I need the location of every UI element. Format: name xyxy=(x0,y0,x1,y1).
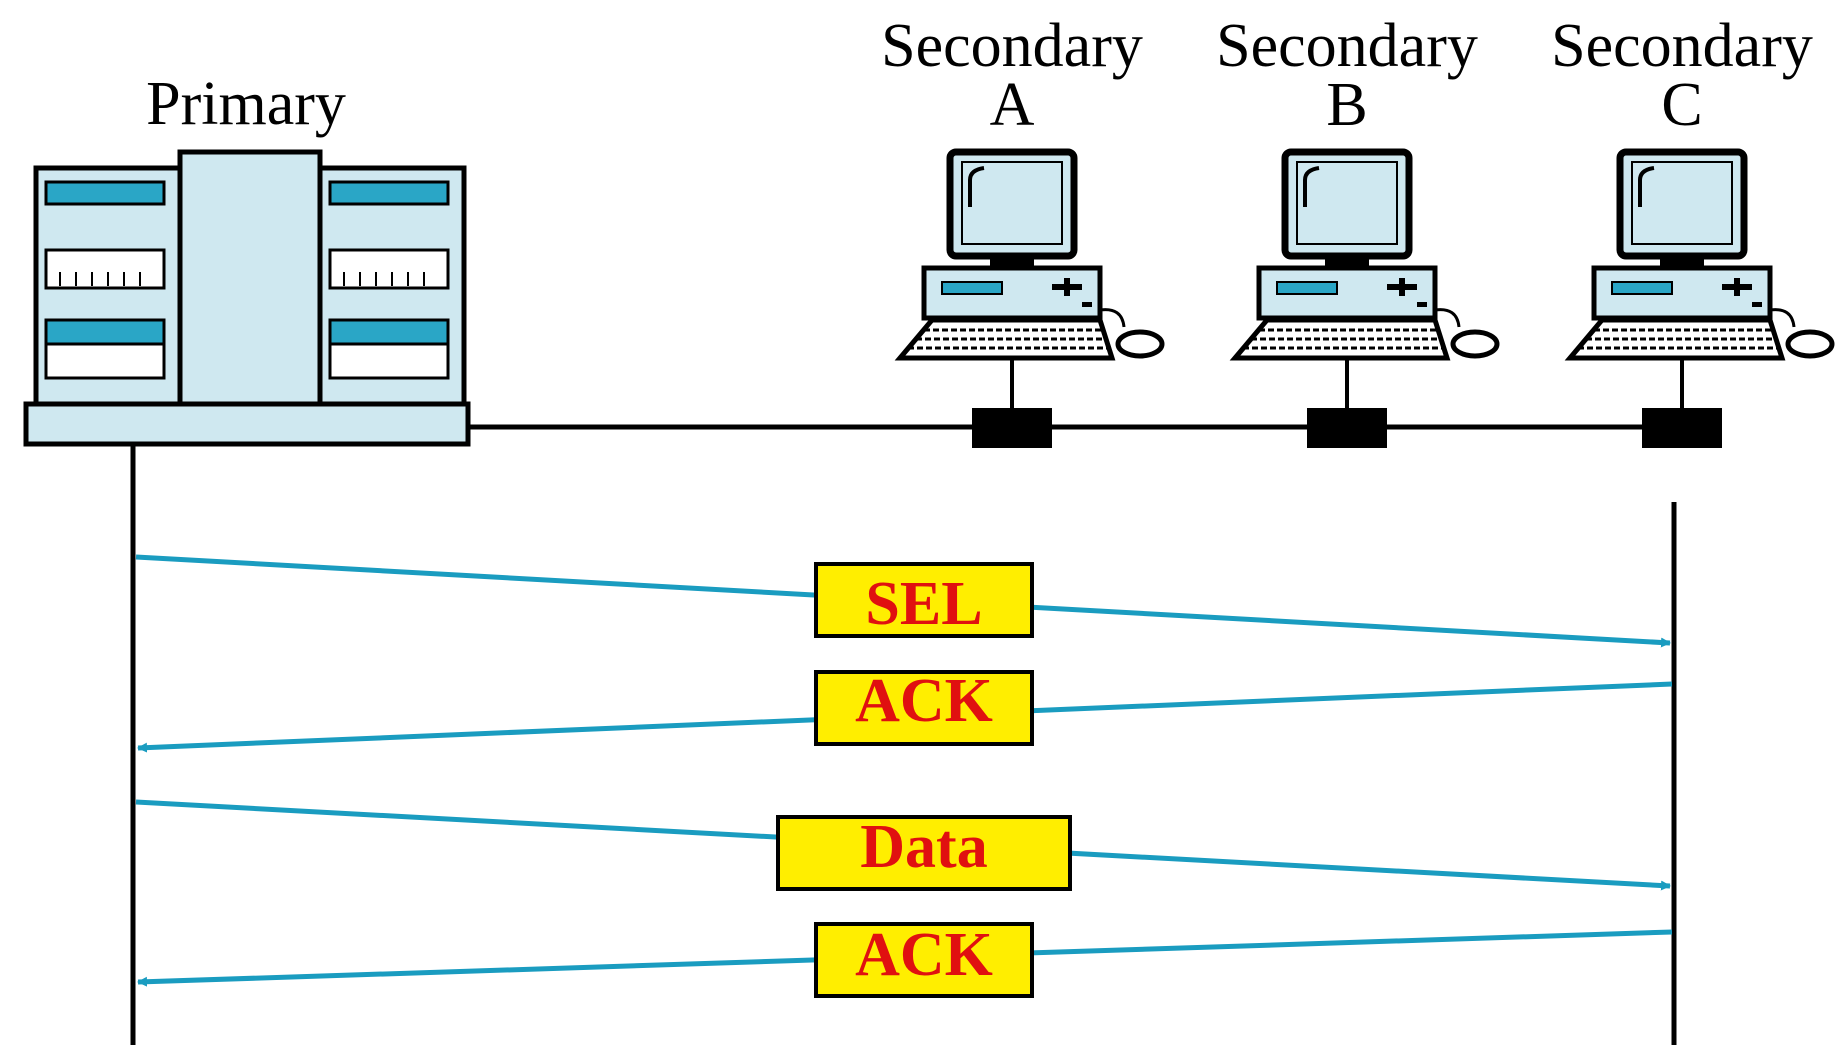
secondary-b-computer-icon xyxy=(1235,152,1497,448)
ack-message-box-2: ACK xyxy=(814,921,1034,998)
secondary-a-letter: A xyxy=(990,71,1035,139)
ack-message-label-2: ACK xyxy=(855,921,993,989)
data-message-label: Data xyxy=(860,813,987,881)
sel-message-label: SEL xyxy=(865,570,982,638)
primary-mainframe-icon xyxy=(23,149,471,447)
secondary-c-letter: C xyxy=(1661,71,1702,139)
secondary-b-label: Secondary xyxy=(1216,12,1478,80)
sel-message-box: SEL xyxy=(814,562,1034,638)
primary-label: Primary xyxy=(146,70,346,138)
secondary-c-label: Secondary xyxy=(1551,12,1813,80)
ack-message-box-1: ACK xyxy=(814,667,1034,746)
secondary-a-computer-icon xyxy=(900,152,1162,448)
secondary-c-computer-icon xyxy=(1570,152,1832,448)
secondary-a-label: Secondary xyxy=(881,12,1143,80)
ack-message-label-1: ACK xyxy=(855,667,993,735)
secondary-b-letter: B xyxy=(1326,71,1367,139)
data-message-box: Data xyxy=(776,813,1072,891)
